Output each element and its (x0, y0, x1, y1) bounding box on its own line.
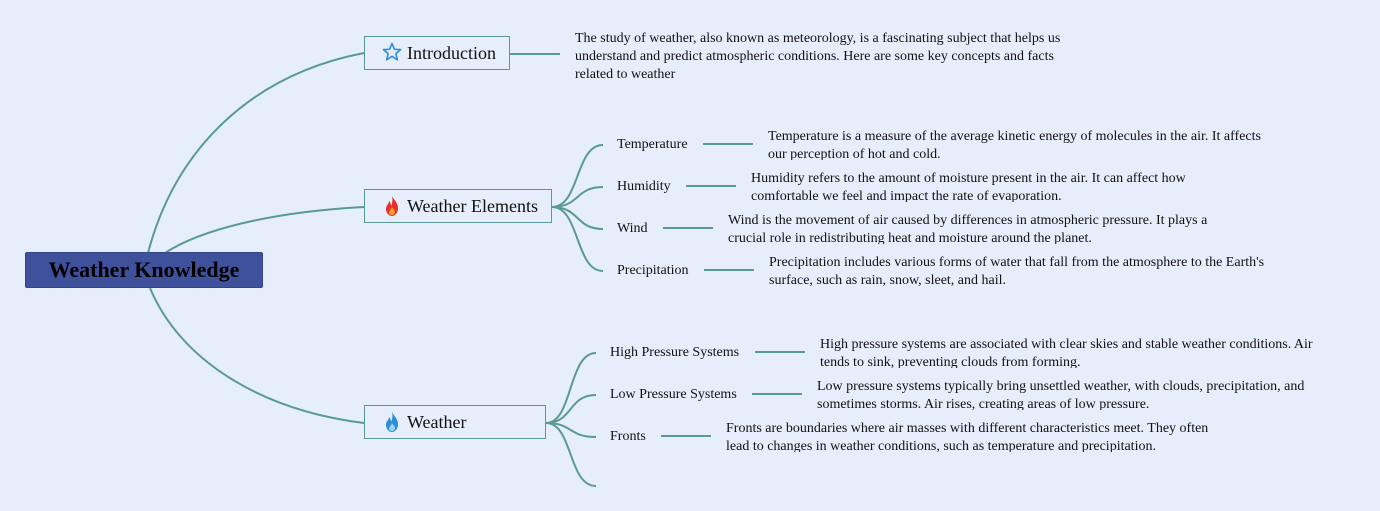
humidity-description: Humidity refers to the amount of moistur… (751, 171, 1186, 202)
leaf-fronts[interactable]: Fronts (610, 429, 646, 444)
leaf-wind[interactable]: Wind (617, 221, 648, 236)
branch-weather-elements[interactable]: Weather Elements (364, 189, 552, 223)
leaf-low-pressure-systems[interactable]: Low Pressure Systems (610, 387, 737, 402)
branch-label: Introduction (407, 42, 496, 63)
connector-we-humidity (551, 186, 604, 208)
branch-label: Weather (407, 411, 467, 432)
high-pressure-description: High pressure systems are associated wit… (820, 337, 1313, 368)
leaf-temperature[interactable]: Temperature (617, 137, 688, 152)
introduction-description: The study of weather, also known as mete… (575, 31, 1061, 78)
connector-root-introduction (147, 52, 365, 254)
connector-we-precipitation (551, 206, 604, 272)
wind-description: Wind is the movement of air caused by di… (728, 213, 1208, 244)
water-drop-flame-icon (382, 411, 402, 433)
root-topic[interactable]: Weather Knowledge (25, 252, 263, 288)
fire-icon (382, 195, 402, 217)
connector-w-empty (545, 422, 597, 487)
branch-weather[interactable]: Weather (364, 405, 546, 439)
branch-introduction[interactable]: Introduction (364, 36, 510, 70)
connector-w-high (545, 352, 597, 424)
branch-label: Weather Elements (407, 195, 538, 216)
connector-we-wind (551, 206, 604, 230)
connector-we-temperature (551, 144, 604, 208)
leaf-humidity[interactable]: Humidity (617, 179, 671, 194)
temperature-description: Temperature is a measure of the average … (768, 129, 1261, 160)
low-pressure-description: Low pressure systems typically bring uns… (817, 379, 1305, 410)
connector-w-low (545, 394, 597, 424)
leaf-high-pressure-systems[interactable]: High Pressure Systems (610, 345, 740, 360)
connector-root-weather (149, 287, 365, 424)
root-title: Weather Knowledge (48, 257, 240, 282)
connector-root-weather-elements (164, 206, 365, 254)
precipitation-description: Precipitation includes various forms of … (769, 255, 1265, 286)
star-icon (382, 42, 402, 64)
fronts-description: Fronts are boundaries where air masses w… (726, 421, 1209, 452)
leaf-precipitation[interactable]: Precipitation (617, 263, 689, 278)
